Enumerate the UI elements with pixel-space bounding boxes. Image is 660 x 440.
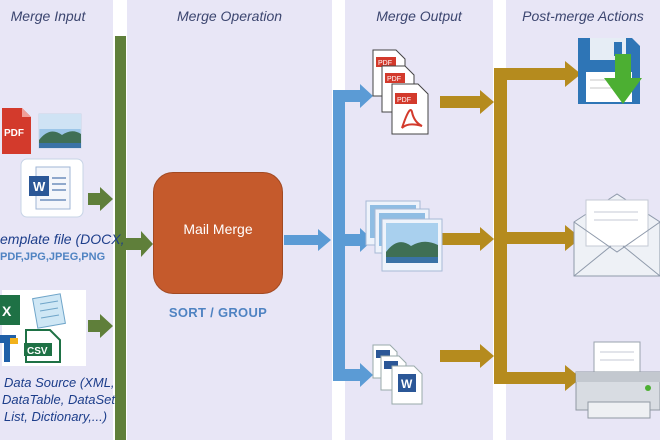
gold-distribution-bar [494, 68, 507, 384]
svg-text:W: W [33, 179, 46, 194]
data-source-label-line3: List, Dictionary,...) [4, 409, 108, 424]
blue-arrow-pdf [333, 84, 373, 108]
header-post-merge-actions: Post-merge Actions [522, 8, 644, 24]
word-output-stack-icon: W [372, 344, 423, 405]
template-file-label: emplate file (DOCX, [0, 231, 125, 247]
gold-arrow-word [440, 344, 494, 368]
svg-text:PDF: PDF [4, 128, 24, 139]
excel-icon: X [0, 295, 20, 325]
svg-text:PDF: PDF [397, 97, 411, 104]
mail-merge-label: Mail Merge [183, 221, 253, 237]
notepad-icon [32, 293, 66, 329]
pdf-output-stack-icon: PDF PDF PDF [372, 49, 429, 135]
printer-icon [575, 341, 660, 419]
data-source-label-line2: DataTable, DataSet [2, 392, 115, 407]
image-file-icon [38, 113, 82, 149]
column-merge-input [0, 0, 113, 440]
csv-icon: CSV [24, 329, 61, 363]
svg-text:X: X [2, 303, 12, 319]
svg-text:PDF: PDF [387, 76, 401, 83]
svg-text:PDF: PDF [378, 60, 392, 67]
gold-arrow-pdf [440, 90, 494, 114]
to-merge-arrow [126, 231, 153, 257]
gold-arrow-image [440, 227, 494, 251]
gold-arrow-print [507, 365, 581, 391]
gold-arrow-email [507, 225, 581, 251]
save-download-icon [578, 38, 642, 104]
gold-arrow-save [507, 61, 581, 87]
data-source-label-line1: Data Source (XML, [4, 375, 115, 390]
email-envelope-icon [573, 193, 660, 277]
svg-text:W: W [401, 377, 413, 391]
blue-arrow-word [345, 363, 373, 387]
pdf-file-icon: PDF [2, 108, 31, 154]
header-merge-input: Merge Input [10, 8, 86, 24]
header-merge-output: Merge Output [376, 8, 462, 24]
blue-distribution-bar [333, 95, 345, 381]
datasource-arrow [88, 314, 113, 338]
template-arrow [88, 187, 113, 211]
image-output-stack-icon [365, 200, 443, 272]
mail-merge-box: Mail Merge [153, 172, 283, 294]
input-collector-bar [115, 36, 126, 440]
sort-group-caption: SORT / GROUP [168, 305, 268, 320]
template-formats-label: PDF,JPG,JPEG,PNG [0, 251, 106, 263]
svg-text:CSV: CSV [27, 346, 48, 357]
word-template-icon: W [20, 158, 84, 218]
xml-icon [0, 335, 18, 362]
merge-out-arrow [284, 229, 331, 251]
header-merge-operation: Merge Operation [176, 8, 283, 24]
